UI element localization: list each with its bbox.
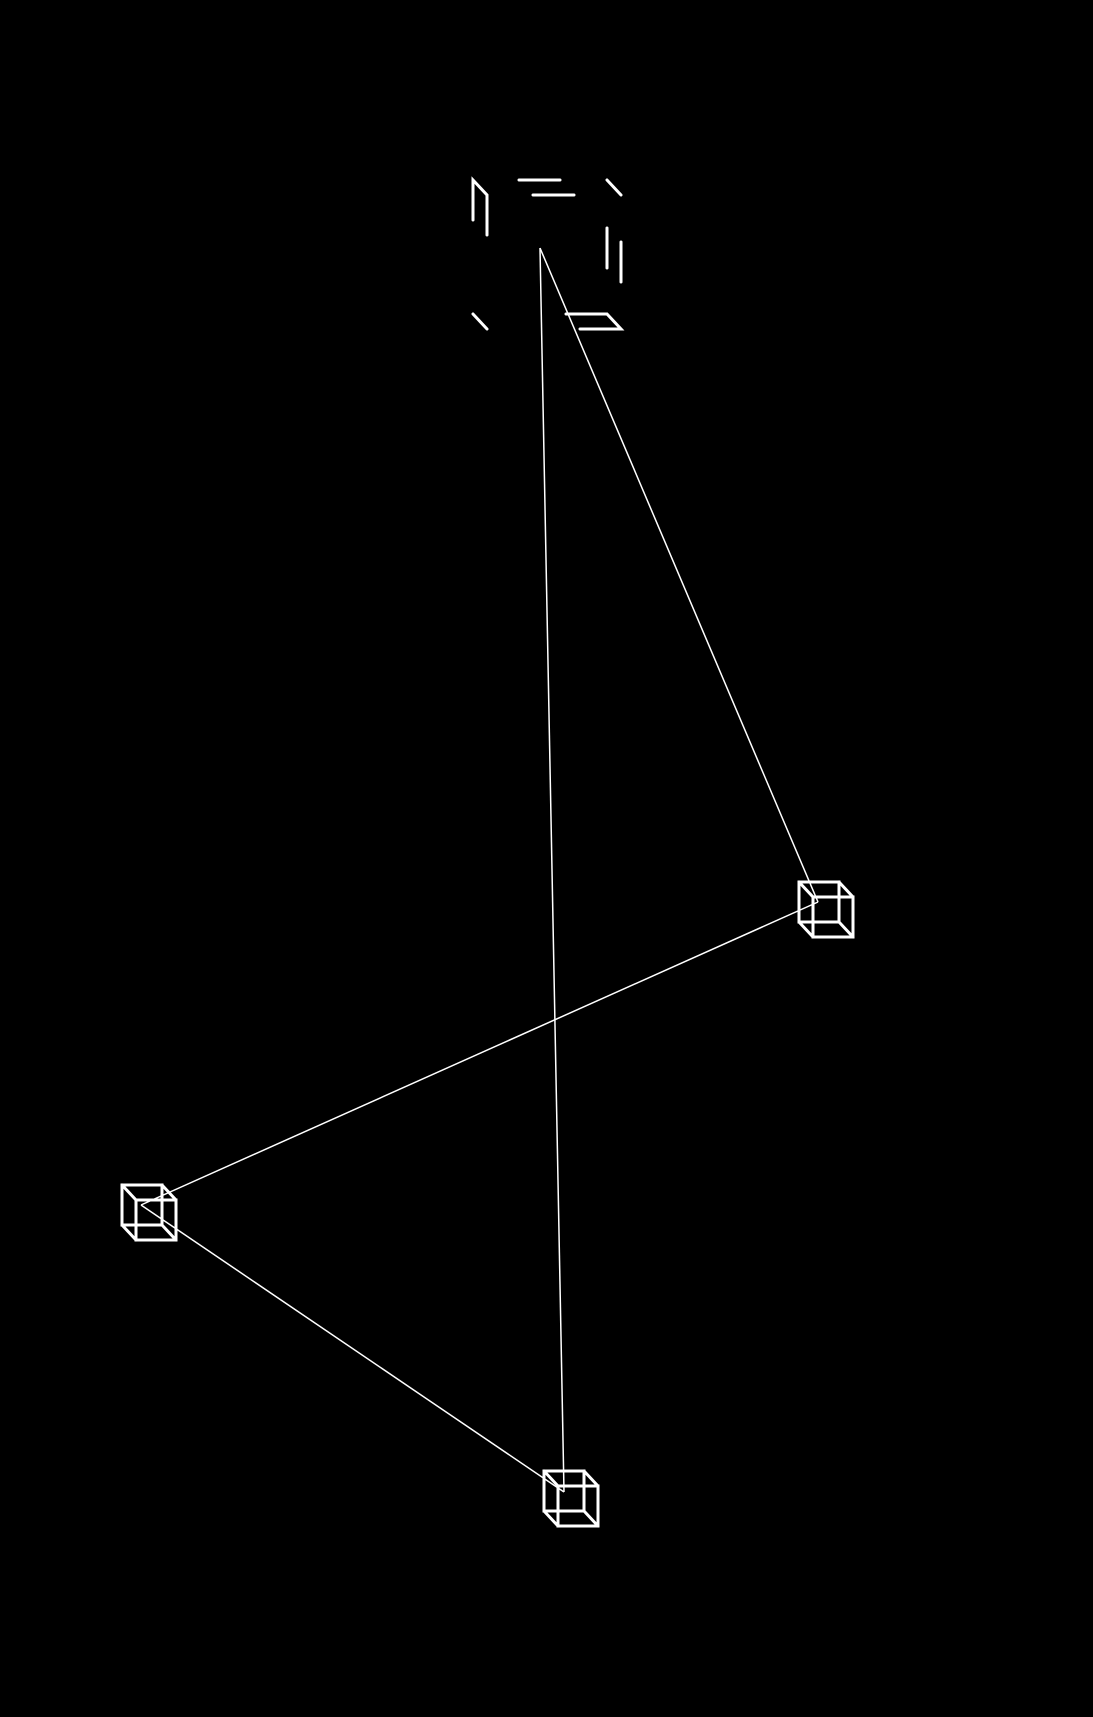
hub-fragment-top-left <box>471 176 489 237</box>
broken-cube-icon <box>471 176 625 331</box>
hub-fragment-bottom-left-diag <box>471 312 489 331</box>
edge-hub-to-cube-right <box>539 247 819 903</box>
edge-cube-left-to-cube-right <box>140 901 819 1206</box>
edge-hub-to-cube-bottom <box>539 247 565 1493</box>
hub-fragment-top-right-diag <box>605 178 623 197</box>
cube-icon <box>542 1469 600 1528</box>
cube-icon <box>120 1183 178 1242</box>
edge-cube-left-to-cube-bottom <box>140 1204 565 1493</box>
hub-fragment-bottom-right <box>564 312 625 331</box>
connection-lines <box>140 247 819 1493</box>
cube-icon <box>797 880 855 939</box>
